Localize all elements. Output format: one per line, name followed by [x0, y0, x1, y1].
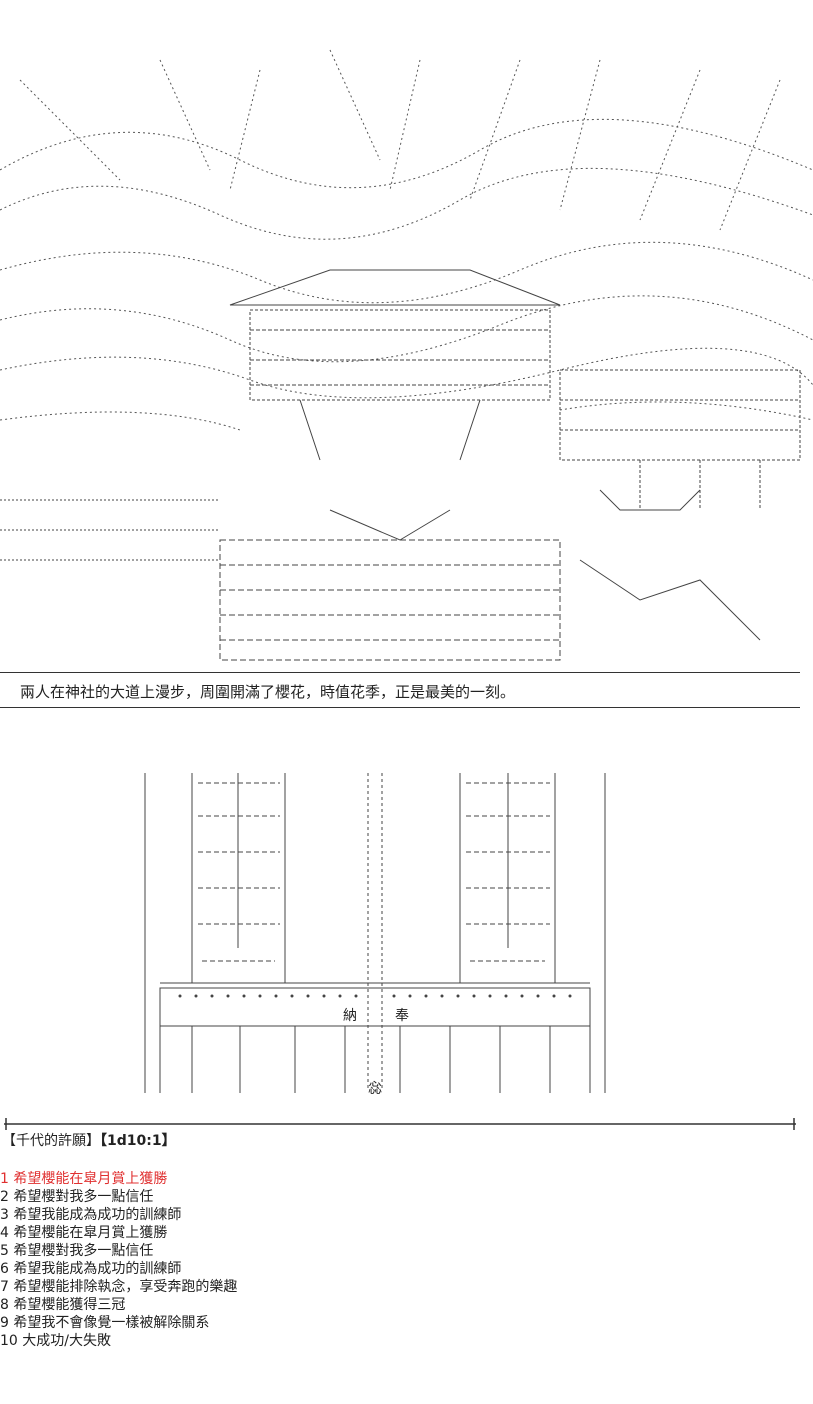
shrine-scene-drawing — [0, 49, 813, 661]
wish-item-7: 7 希望櫻能排除執念，享受奔跑的樂趣 — [0, 1279, 238, 1295]
caption-bottom-rule — [0, 707, 800, 708]
wish-item-10: 10 大成功/大失敗 — [0, 1333, 111, 1349]
wish-item-2: 2 希望櫻對我多一點信任 — [0, 1189, 154, 1205]
sakura-shrine-ascii-art — [0, 40, 813, 665]
wish-item-5: 5 希望櫻對我多一點信任 — [0, 1243, 154, 1259]
wish-item-1: 1 希望櫻能在皐月賞上獲勝 — [0, 1171, 168, 1187]
torii-gate-art: 納 奉 惢 — [144, 773, 606, 1097]
dice-roll-heading: 【千代的許願】【1d10:1】 — [2, 1132, 176, 1150]
wish-item-9: 9 希望我不會像覺一樣被解除關系 — [0, 1315, 210, 1331]
wish-list: 1 希望櫻能在皐月賞上獲勝 2 希望櫻對我多一點信任 3 希望我能成為成功的訓練… — [0, 1170, 237, 1350]
gate-plaque-right: 奉 — [395, 1008, 409, 1024]
roll-result: 【1d10:1】 — [100, 1133, 176, 1149]
wish-item-8: 8 希望櫻能獲得三冠 — [0, 1297, 126, 1313]
caption-top-rule — [0, 672, 800, 673]
gate-pillar-glyph: 惢 — [368, 1081, 382, 1097]
wish-item-4: 4 希望櫻能在皐月賞上獲勝 — [0, 1225, 168, 1241]
wish-item-6: 6 希望我能成為成功的訓練師 — [0, 1261, 182, 1277]
section-separator — [0, 1118, 800, 1130]
scene-caption: 兩人在神社的大道上漫步，周圍開滿了櫻花，時值花季，正是最美的一刻。 — [20, 683, 516, 701]
roll-title: 【千代的許願】 — [2, 1133, 100, 1149]
gate-plaque-left: 納 — [343, 1008, 357, 1024]
shrine-gate-drawing: 納 奉 惢 — [130, 768, 620, 1098]
wish-item-3: 3 希望我能成為成功的訓練師 — [0, 1207, 182, 1223]
